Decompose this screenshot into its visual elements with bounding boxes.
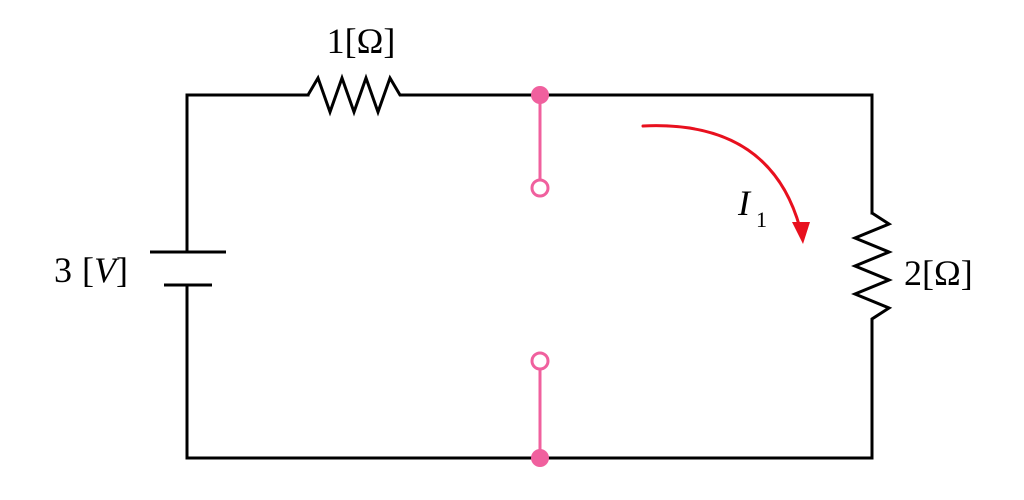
current-symbol: I [737, 183, 752, 223]
current-subscript: 1 [756, 207, 767, 232]
wires [185, 93, 874, 460]
resistor-r1 [306, 73, 410, 117]
voltage-source [150, 250, 226, 287]
source-open-bracket: [ [82, 250, 94, 290]
current-arrowhead [792, 222, 810, 244]
junction-bottom [531, 449, 549, 467]
switch-upper-contact [530, 178, 550, 198]
wire-top-right [408, 93, 874, 215]
source-value: 3 [54, 250, 72, 290]
switch-lower-contact [530, 351, 550, 371]
r1-label: 1[Ω] [327, 21, 396, 61]
source-unit: V [94, 250, 120, 290]
junction-top [531, 86, 549, 104]
source-close-bracket: ] [116, 250, 128, 290]
current-arrow [641, 124, 802, 230]
wire-right-bottom [185, 328, 874, 460]
open-switch [530, 95, 550, 458]
source-label: 3[V] [54, 250, 128, 290]
r2-label: 2[Ω] [904, 253, 973, 293]
current-label: I [737, 183, 752, 223]
resistor-r2 [851, 211, 893, 330]
